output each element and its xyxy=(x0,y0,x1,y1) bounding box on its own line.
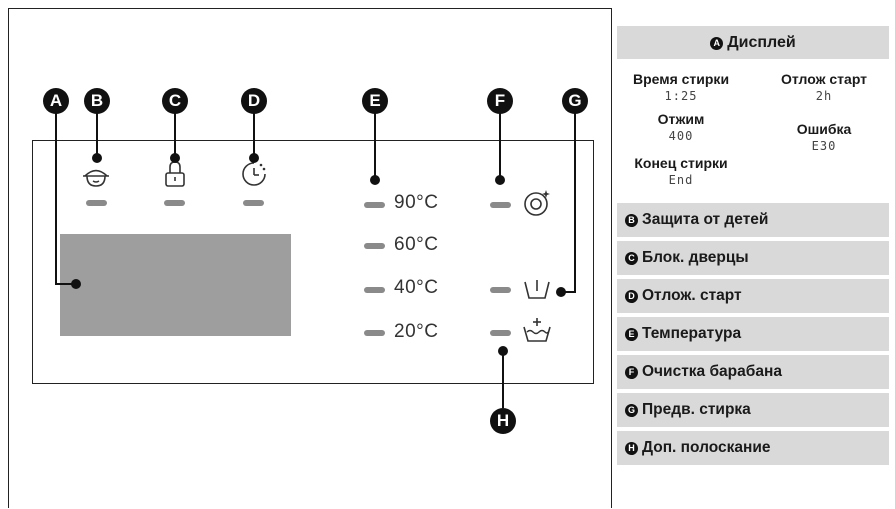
leader-a-dot xyxy=(71,279,81,289)
delay-start-value: 2h xyxy=(815,89,833,103)
leader-e xyxy=(374,112,376,180)
end-label: Конец стирки xyxy=(634,155,728,171)
callout-f: F xyxy=(487,88,513,114)
legend-display-title: Дисплей xyxy=(727,34,796,51)
callout-a: A xyxy=(43,88,69,114)
legend-row-c: C Блок. дверцы xyxy=(617,241,889,279)
delay-start-label: Отлож старт xyxy=(780,71,868,87)
legend-row-e: E Температура xyxy=(617,317,889,355)
wash-time-label: Время стирки xyxy=(632,71,730,87)
legend-badge: A xyxy=(710,37,724,50)
legend-label: Предв. стирка xyxy=(642,401,751,418)
callout-g: G xyxy=(562,88,588,114)
control-panel xyxy=(32,140,594,384)
error-label: Ошибка xyxy=(796,121,852,137)
legend-badge: G xyxy=(625,404,638,417)
legend-label: Блок. дверцы xyxy=(642,249,749,266)
spin-value: 400 xyxy=(668,129,694,143)
callout-b: B xyxy=(84,88,110,114)
extra-rinse-led xyxy=(490,330,511,336)
wash-time-value: 1:25 xyxy=(664,89,698,103)
prewash-led xyxy=(490,287,511,293)
legend-badge: H xyxy=(625,442,638,455)
temp-90-label: 90°C xyxy=(394,192,439,213)
legend-row-h: H Доп. полоскание xyxy=(617,431,889,469)
legend-row-f: F Очистка барабана xyxy=(617,355,889,393)
legend-row-g: G Предв. стирка xyxy=(617,393,889,431)
leader-f-dot xyxy=(495,175,505,185)
legend-badge: F xyxy=(625,366,638,379)
spin-label: Отжим xyxy=(657,111,705,127)
drum-clean-icon xyxy=(524,190,550,216)
legend-badge: B xyxy=(625,214,638,227)
legend-row-b: B Защита от детей xyxy=(617,203,889,241)
legend-label: Защита от детей xyxy=(642,211,769,228)
temp-90-led xyxy=(364,202,385,208)
leader-e-dot xyxy=(370,175,380,185)
legend-label: Доп. полоскание xyxy=(642,439,771,456)
temp-20-label: 20°C xyxy=(394,321,439,342)
leader-a-horizontal xyxy=(55,283,75,285)
leader-h-dot xyxy=(498,346,508,356)
leader-d-dot xyxy=(249,153,259,163)
legend-row-d: D Отлож. старт xyxy=(617,279,889,317)
leader-g-dot xyxy=(556,287,566,297)
child-lock-led xyxy=(86,200,107,206)
legend-label: Отлож. старт xyxy=(642,287,742,304)
temp-40-label: 40°C xyxy=(394,277,439,298)
legend-label: Температура xyxy=(642,325,742,342)
error-value: E30 xyxy=(811,139,837,153)
callout-c: C xyxy=(162,88,188,114)
callout-h: H xyxy=(490,408,516,434)
prewash-tub-icon xyxy=(524,280,550,299)
padlock-icon xyxy=(165,161,185,187)
leader-g-horizontal xyxy=(560,291,576,293)
extra-rinse-tub-icon xyxy=(523,318,551,342)
child-face-icon xyxy=(83,169,109,187)
leader-c xyxy=(174,112,176,158)
door-lock-led xyxy=(164,200,185,206)
callout-d: D xyxy=(241,88,267,114)
leader-h xyxy=(502,350,504,408)
delay-start-led xyxy=(243,200,264,206)
drum-clean-led xyxy=(490,202,511,208)
outer-border xyxy=(8,8,612,508)
temp-20-led xyxy=(364,330,385,336)
leader-g-vertical xyxy=(574,112,576,292)
leader-f xyxy=(499,112,501,180)
legend-display-readouts: Время стирки 1:25 Отлож старт 2h Отжим 4… xyxy=(617,61,889,203)
temp-60-label: 60°C xyxy=(394,234,439,255)
temp-60-led xyxy=(364,243,385,249)
legend-badge: D xyxy=(625,290,638,303)
leader-b-dot xyxy=(92,153,102,163)
leader-c-dot xyxy=(170,153,180,163)
clock-icon xyxy=(242,162,266,186)
leader-d xyxy=(253,112,255,158)
leader-a-vertical xyxy=(55,112,57,284)
callout-e: E xyxy=(362,88,388,114)
leader-b xyxy=(96,112,98,158)
legend-badge: C xyxy=(625,252,638,265)
end-value: End xyxy=(668,173,694,187)
temp-40-led xyxy=(364,287,385,293)
legend-badge: E xyxy=(625,328,638,341)
display-screen xyxy=(60,234,291,336)
legend-label: Очистка барабана xyxy=(642,363,782,380)
